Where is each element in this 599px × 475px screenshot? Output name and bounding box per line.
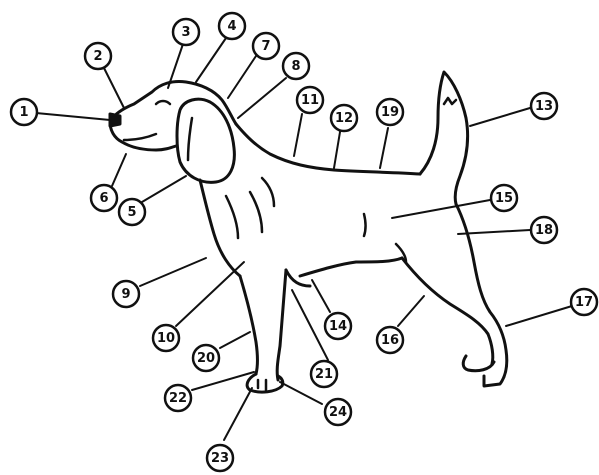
callout-20-label: 20 <box>197 351 215 366</box>
callout-6-label: 6 <box>99 191 108 206</box>
dog-shoulder-stroke-1 <box>262 178 274 206</box>
dog-tail-tip-mark <box>444 98 456 104</box>
leader-20 <box>220 332 250 348</box>
dog-head-outline <box>110 81 236 124</box>
leader-13 <box>470 108 530 126</box>
leader-19 <box>380 128 388 168</box>
callout-13-label: 13 <box>535 99 553 114</box>
callout-12-label: 12 <box>335 111 353 126</box>
dog-ear-crease <box>188 118 192 160</box>
callout-17: 17 <box>571 289 597 315</box>
callout-14: 14 <box>325 313 351 339</box>
callout-3: 3 <box>173 19 199 45</box>
callout-22-label: 22 <box>169 391 187 406</box>
callout-16-label: 16 <box>381 333 399 348</box>
dog-elbow-line <box>286 270 310 286</box>
leader-17 <box>506 306 572 326</box>
callout-12: 12 <box>331 105 357 131</box>
leader-4 <box>196 38 226 82</box>
leader-11 <box>294 114 302 156</box>
dog-muzzle-outline <box>110 122 176 150</box>
callout-10-label: 10 <box>157 331 175 346</box>
leader-23 <box>224 388 252 440</box>
leader-14 <box>312 280 330 312</box>
dog-hind-foot <box>463 356 494 371</box>
callout-5: 5 <box>119 199 145 225</box>
dog-ear-outline <box>177 99 234 182</box>
callout-1-label: 1 <box>19 105 28 120</box>
leader-10 <box>176 262 244 326</box>
callout-19-label: 19 <box>381 105 399 120</box>
dog-shoulder-stroke-3 <box>226 196 238 238</box>
leader-22 <box>192 372 254 390</box>
callout-3-label: 3 <box>181 25 190 40</box>
callout-5-label: 5 <box>127 205 136 220</box>
dog-tail-outline <box>420 72 468 204</box>
callout-15: 15 <box>491 185 517 211</box>
callout-17-label: 17 <box>575 295 593 310</box>
callout-24-label: 24 <box>329 405 347 420</box>
callout-4: 4 <box>219 13 245 39</box>
dog-hind-leg-inner <box>402 258 493 364</box>
callout-9-label: 9 <box>121 287 130 302</box>
callout-8-label: 8 <box>291 59 300 74</box>
dog-ribs-stroke <box>364 214 366 236</box>
leader-1 <box>36 113 110 120</box>
dog-belly-outline <box>300 258 402 276</box>
dog-front-leg-outline <box>240 276 258 374</box>
callout-4-label: 4 <box>227 19 236 34</box>
callout-11-label: 11 <box>301 93 319 108</box>
callouts: 1 2 3 4 5 6 7 8 9 10 11 12 13 14 15 16 1… <box>11 13 597 471</box>
callout-18-label: 18 <box>535 223 553 238</box>
leader-12 <box>334 132 340 168</box>
callout-22: 22 <box>165 385 191 411</box>
callout-2: 2 <box>85 43 111 69</box>
callout-2-label: 2 <box>93 49 102 64</box>
callout-24: 24 <box>325 399 351 425</box>
callout-13: 13 <box>531 93 557 119</box>
callout-19: 19 <box>377 99 403 125</box>
callout-14-label: 14 <box>329 319 347 334</box>
dog-chest-outline <box>200 180 240 276</box>
leader-16 <box>398 296 424 326</box>
callout-18: 18 <box>531 217 557 243</box>
callout-8: 8 <box>283 53 309 79</box>
leader-9 <box>140 258 206 286</box>
leader-18 <box>458 230 530 234</box>
callout-23: 23 <box>207 445 233 471</box>
callout-7: 7 <box>253 33 279 59</box>
dog-front-leg-back <box>277 270 286 380</box>
callout-21-label: 21 <box>315 367 333 382</box>
leader-8 <box>238 78 286 118</box>
dog-nose <box>110 114 120 126</box>
callout-9: 9 <box>113 281 139 307</box>
leader-2 <box>104 68 124 108</box>
callout-20: 20 <box>193 345 219 371</box>
leader-7 <box>228 56 256 98</box>
callout-16: 16 <box>377 327 403 353</box>
dog-neck-back-outline <box>236 124 420 174</box>
dog-eye <box>156 101 170 104</box>
callout-7-label: 7 <box>261 39 270 54</box>
callout-15-label: 15 <box>495 191 513 206</box>
callout-10: 10 <box>153 325 179 351</box>
dog-paw-toes <box>258 380 266 390</box>
callout-1: 1 <box>11 99 37 125</box>
leader-5 <box>142 176 186 202</box>
callout-11: 11 <box>297 87 323 113</box>
dog-shoulder-stroke-2 <box>250 192 262 232</box>
callout-23-label: 23 <box>211 451 229 466</box>
callout-6: 6 <box>91 185 117 211</box>
leader-15 <box>392 200 490 218</box>
dog-mouth-line <box>124 134 156 140</box>
leader-6 <box>112 154 126 186</box>
callout-21: 21 <box>311 361 337 387</box>
